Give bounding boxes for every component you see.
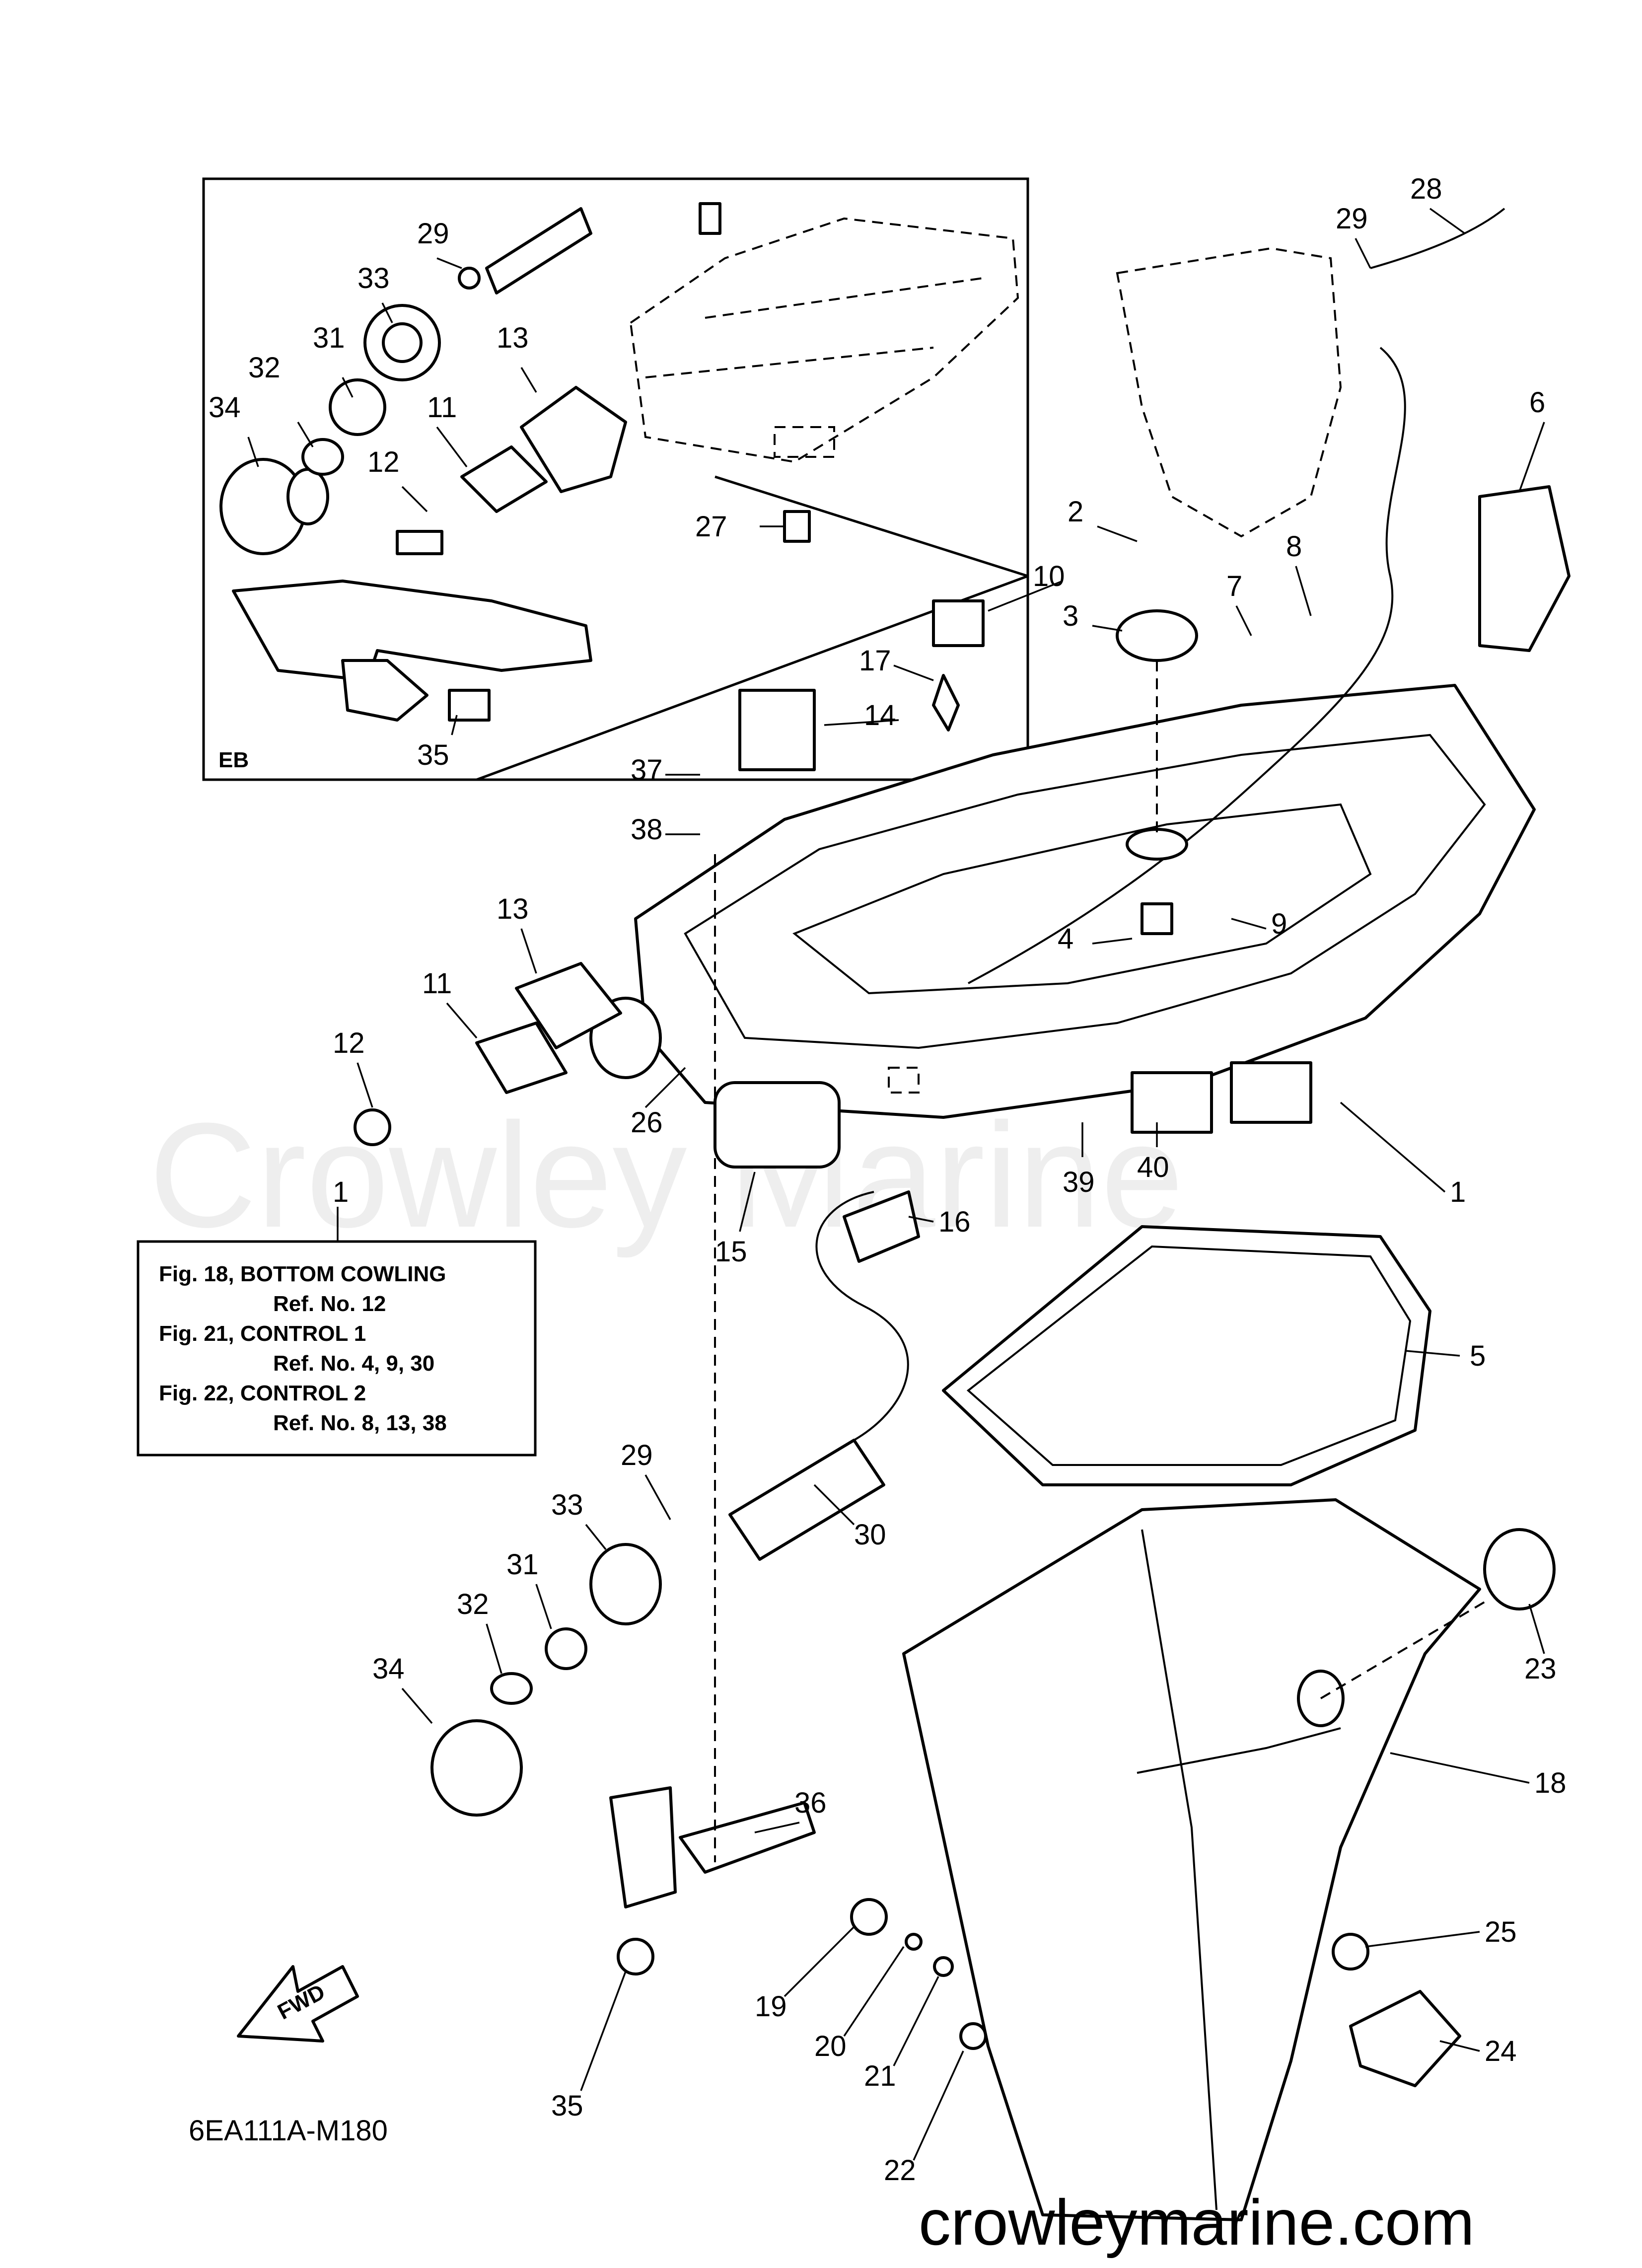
callout-39: 39 bbox=[1063, 1166, 1095, 1198]
callout-34: 34 bbox=[372, 1653, 405, 1685]
callout-24: 24 bbox=[1485, 2035, 1517, 2067]
callout-30: 30 bbox=[854, 1519, 886, 1551]
inset-eb: EB bbox=[202, 177, 1029, 781]
main-assembly bbox=[354, 208, 1571, 2221]
watermark: Crowley Marine bbox=[149, 1092, 1184, 1259]
callout-1-right: 1 bbox=[1450, 1176, 1466, 1208]
ref-line-2: Ref. No. 12 bbox=[273, 1292, 386, 1316]
callout-13: 13 bbox=[497, 893, 529, 925]
callout-21: 21 bbox=[864, 2060, 896, 2092]
callout-25: 25 bbox=[1485, 1916, 1517, 1948]
callout-17: 17 bbox=[859, 645, 891, 677]
callout-35: 35 bbox=[551, 2090, 583, 2122]
callout-22: 22 bbox=[884, 2154, 916, 2187]
callout-37: 37 bbox=[631, 754, 663, 786]
callout-23: 23 bbox=[1524, 1653, 1557, 1685]
callout-8: 8 bbox=[1286, 530, 1302, 563]
callout-inset-11: 11 bbox=[427, 391, 457, 424]
callout-inset-13: 13 bbox=[497, 322, 529, 354]
callout-32: 32 bbox=[457, 1588, 489, 1620]
callout-40: 40 bbox=[1137, 1151, 1169, 1183]
callout-5: 5 bbox=[1470, 1340, 1486, 1372]
site-url: crowleymarine.com bbox=[919, 2186, 1475, 2259]
callout-20: 20 bbox=[814, 2030, 847, 2062]
main-leaders bbox=[357, 208, 1545, 2161]
ref-line-6: Ref. No. 8, 13, 38 bbox=[273, 1411, 447, 1435]
main-callouts: 28 29 6 2 8 10 3 7 17 14 37 38 13 4 9 11… bbox=[333, 173, 1567, 2187]
inset-callouts: 29 33 13 31 32 11 34 12 27 35 bbox=[209, 218, 727, 771]
reference-note: Fig. 18, BOTTOM COWLING Ref. No. 12 Fig.… bbox=[137, 1207, 537, 1457]
callout-14: 14 bbox=[864, 699, 896, 732]
callout-28: 28 bbox=[1410, 173, 1442, 205]
ref-line-3: Fig. 21, CONTROL 1 bbox=[159, 1321, 366, 1346]
callout-36: 36 bbox=[794, 1787, 827, 1819]
callout-3: 3 bbox=[1063, 600, 1078, 632]
inset-leaders bbox=[247, 257, 785, 735]
callout-16: 16 bbox=[938, 1206, 971, 1238]
callout-18: 18 bbox=[1534, 1767, 1567, 1799]
callout-inset-29: 29 bbox=[417, 218, 449, 250]
callout-2: 2 bbox=[1068, 496, 1083, 528]
callout-inset-34: 34 bbox=[209, 391, 241, 424]
callout-12: 12 bbox=[333, 1027, 365, 1059]
callout-19: 19 bbox=[755, 1990, 787, 2023]
ref-line-4: Ref. No. 4, 9, 30 bbox=[273, 1351, 434, 1376]
fwd-arrow-icon: FWD bbox=[237, 1965, 359, 2043]
callout-9: 9 bbox=[1271, 908, 1287, 940]
callout-7: 7 bbox=[1226, 570, 1242, 602]
callout-inset-27: 27 bbox=[695, 511, 727, 543]
callout-31: 31 bbox=[506, 1548, 539, 1581]
inset-tag: EB bbox=[218, 748, 249, 772]
callout-inset-33: 33 bbox=[357, 262, 390, 294]
ref-line-1: Fig. 18, BOTTOM COWLING bbox=[159, 1262, 446, 1286]
callout-26: 26 bbox=[631, 1106, 663, 1139]
callout-29-upper: 29 bbox=[1336, 203, 1368, 235]
callout-10: 10 bbox=[1033, 560, 1065, 592]
callout-1-left: 1 bbox=[333, 1176, 349, 1208]
callout-inset-12: 12 bbox=[367, 446, 400, 478]
ref-line-5: Fig. 22, CONTROL 2 bbox=[159, 1381, 366, 1405]
callout-15: 15 bbox=[715, 1236, 747, 1268]
callout-33: 33 bbox=[551, 1489, 583, 1521]
diagram-code: 6EA111A-M180 bbox=[189, 2115, 388, 2147]
callout-29-lower: 29 bbox=[621, 1439, 653, 1471]
callout-inset-31: 31 bbox=[313, 322, 345, 354]
callout-4: 4 bbox=[1058, 923, 1073, 955]
callout-inset-32: 32 bbox=[248, 352, 281, 384]
callout-38: 38 bbox=[631, 813, 663, 846]
callout-inset-35: 35 bbox=[417, 739, 449, 771]
callout-6: 6 bbox=[1529, 386, 1545, 419]
callout-11: 11 bbox=[422, 967, 452, 1000]
